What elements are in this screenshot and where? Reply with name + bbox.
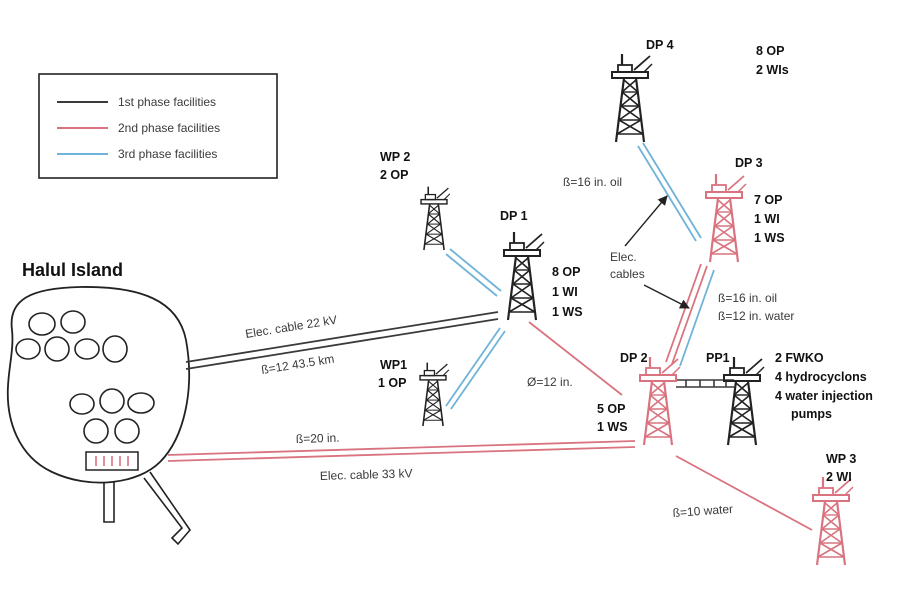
dp4-info-line-1: 8 OP bbox=[756, 44, 785, 58]
dp2-info-line-2: 1 WS bbox=[597, 420, 628, 434]
legend-item-phase1: 1st phase facilities bbox=[57, 95, 216, 109]
dp3-info-line-1: 7 OP bbox=[754, 193, 783, 207]
label-island-dp2-pipe: ß=20 in. bbox=[296, 431, 340, 446]
label-elec-cables-line-2: cables bbox=[610, 267, 645, 281]
pipeline-island-dp1 bbox=[185, 311, 499, 370]
connection-labels: Elec. cable 22 kV ß=12 43.5 km ß=20 in. … bbox=[244, 175, 794, 520]
dp4-label-group: DP 4 8 OP 2 WIs bbox=[646, 38, 789, 77]
dp3-label-group: DP 3 7 OP 1 WI 1 WS bbox=[735, 156, 785, 245]
wp1-name: WP1 bbox=[380, 358, 407, 372]
wp2-label-group: WP 2 2 OP bbox=[380, 150, 410, 182]
pipeline-dp1-dp2 bbox=[528, 321, 623, 396]
wp1-info-line-1: 1 OP bbox=[378, 376, 407, 390]
dp3-platform-icon bbox=[704, 172, 748, 264]
label-elec-cables-line-1: Elec. bbox=[610, 250, 637, 264]
dp1-label-group: DP 1 8 OP 1 WI 1 WS bbox=[500, 209, 583, 319]
legend-item-phase2: 2nd phase facilities bbox=[57, 121, 220, 135]
island-facility bbox=[85, 451, 139, 471]
halul-island: Halul Island bbox=[6, 260, 192, 546]
pp1-name: PP1 bbox=[706, 351, 730, 365]
legend-label-phase1: 1st phase facilities bbox=[118, 95, 216, 109]
dp3-name: DP 3 bbox=[735, 156, 763, 170]
wp2-info-line-1: 2 OP bbox=[380, 168, 409, 182]
legend-item-phase3: 3rd phase facilities bbox=[57, 147, 217, 161]
dp3-info-line-2: 1 WI bbox=[754, 212, 780, 226]
wp3-platform-icon bbox=[811, 475, 855, 567]
dp3-info-line-3: 1 WS bbox=[754, 231, 785, 245]
pipeline-dp4-dp3 bbox=[637, 142, 702, 242]
wp3-label-group: WP 3 2 WI bbox=[826, 452, 856, 484]
dp4-name: DP 4 bbox=[646, 38, 674, 52]
pipeline-dp3-dp2-water bbox=[679, 269, 715, 367]
wp3-name: WP 3 bbox=[826, 452, 856, 466]
island-title: Halul Island bbox=[22, 260, 123, 280]
legend-box bbox=[38, 73, 278, 179]
pp1-platform-icon bbox=[722, 355, 766, 447]
label-island-dp2-cable: Elec. cable 33 kV bbox=[320, 466, 413, 483]
dp1-info-line-2: 1 WI bbox=[552, 285, 578, 299]
pipeline-wp2-dp1 bbox=[445, 248, 502, 297]
wp1-label-group: WP1 1 OP bbox=[378, 358, 407, 390]
platform-labels: DP 4 8 OP 2 WIs DP 3 7 OP 1 WI 1 WS WP 2… bbox=[378, 38, 873, 484]
pp1-info-line-3: 4 water injection bbox=[775, 389, 873, 403]
label-dp1-dp2: Ø=12 in. bbox=[527, 375, 573, 389]
dp2-info-line-1: 5 OP bbox=[597, 402, 626, 416]
label-dp3-dp2-water: ß=12 in. water bbox=[718, 309, 794, 323]
dp4-platform-icon bbox=[610, 52, 654, 144]
legend-label-phase3: 3rd phase facilities bbox=[118, 147, 217, 161]
elec-cables-arrow-down bbox=[643, 284, 690, 309]
legend-label-phase2: 2nd phase facilities bbox=[118, 121, 220, 135]
pipeline-island-dp2 bbox=[167, 440, 636, 462]
pp1-label-group: PP1 2 FWKO 4 hydrocyclons 4 water inject… bbox=[706, 351, 873, 421]
label-dp4-dp3: ß=16 in. oil bbox=[563, 175, 622, 189]
dp4-info-line-2: 2 WIs bbox=[756, 63, 789, 77]
elec-cables-arrow-up bbox=[624, 195, 668, 247]
island-outline bbox=[6, 286, 191, 484]
wp2-name: WP 2 bbox=[380, 150, 410, 164]
dp2-label-group: DP 2 5 OP 1 WS bbox=[597, 351, 648, 434]
pipeline-wp1-dp1 bbox=[445, 327, 506, 410]
label-dp2-wp3: ß=10 water bbox=[672, 502, 733, 520]
island-storage-tanks bbox=[15, 310, 155, 444]
label-island-dp1-cable: Elec. cable 22 kV bbox=[244, 313, 338, 341]
label-dp3-dp2-oil: ß=16 in. oil bbox=[718, 291, 777, 305]
wp3-info-line-1: 2 WI bbox=[826, 470, 852, 484]
legend: 1st phase facilities 2nd phase facilitie… bbox=[38, 73, 278, 179]
dp1-name: DP 1 bbox=[500, 209, 528, 223]
dp1-platform-icon bbox=[502, 230, 546, 322]
connections bbox=[167, 142, 813, 531]
pp1-info-line-1: 2 FWKO bbox=[775, 351, 824, 365]
wp1-platform-icon bbox=[419, 361, 450, 427]
dp1-info-line-1: 8 OP bbox=[552, 265, 581, 279]
island-pier-2 bbox=[143, 471, 192, 546]
dp2-platform-icon bbox=[638, 355, 682, 447]
pipeline-dp2-wp3 bbox=[675, 455, 813, 531]
pp1-info-line-2: 4 hydrocyclons bbox=[775, 370, 867, 384]
wp2-platform-icon bbox=[420, 185, 451, 251]
dp2-name: DP 2 bbox=[620, 351, 648, 365]
pipeline-dp3-dp2-oil bbox=[665, 263, 708, 365]
dp1-info-line-3: 1 WS bbox=[552, 305, 583, 319]
pp1-info-line-4: pumps bbox=[791, 407, 832, 421]
